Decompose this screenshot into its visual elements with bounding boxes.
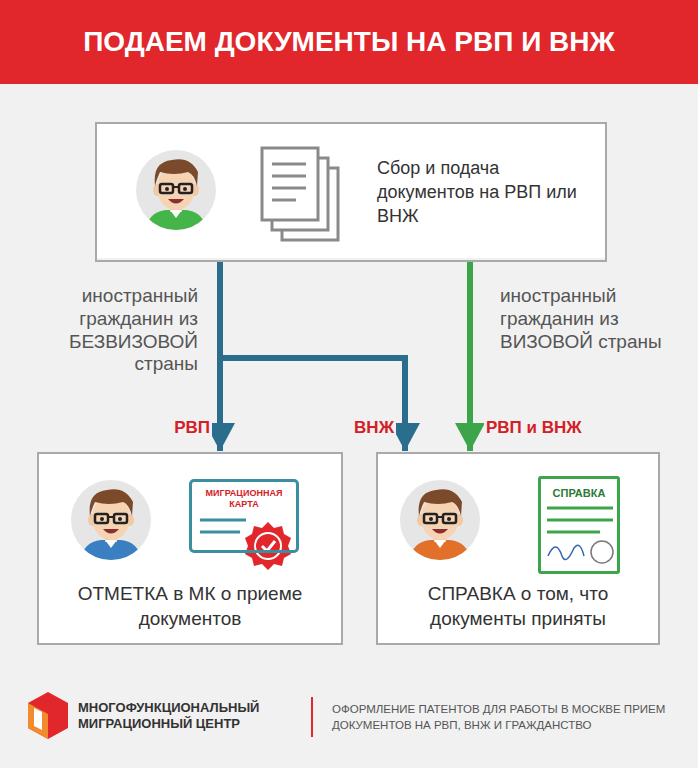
node-text: СПРАВКА [543,487,615,500]
arrow-connector [220,262,405,451]
node-text: ОТМЕТКА в МК о приеме документов [49,582,331,631]
process-box: Сбор и подача документов на РВП или ВНЖ [95,122,607,262]
edge-label: ВНЖ [328,417,396,439]
certificate: СПРАВКА [538,476,620,574]
result-box: СПРАВКА о том, что документы приняты СПРА… [376,452,660,645]
edge-label: РВП [148,417,212,439]
edge-label: РВП и ВНЖ [484,417,618,439]
side-note: иностранный гражданин из ВИЗОВОЙ страны [500,285,675,353]
node-text: Сбор и подача документов на РВП или ВНЖ [377,124,587,260]
node-text: МИГРАЦИОННАЯ КАРТА [196,488,292,510]
arrow-connector [467,262,473,451]
migration-card: МИГРАЦИОННАЯ КАРТА [189,479,299,553]
side-note: иностранный гражданин из БЕЗВИЗОВОЙ стра… [30,285,198,376]
title-text: ПОДАЕМ ДОКУМЕНТЫ НА РВП И ВНЖ [83,26,615,58]
title-banner: ПОДАЕМ ДОКУМЕНТЫ НА РВП И ВНЖ [0,0,698,84]
result-box: ОТМЕТКА в МК о приеме документов МИГРАЦИО… [37,452,343,645]
node-text: СПРАВКА о том, что документы приняты [386,582,650,631]
footer-note: ОФОРМЛЕНИЕ ПАТЕНТОВ ДЛЯ РАБОТЫ В МОСКВЕ … [332,702,687,733]
footer-brand: МНОГОФУНКЦИОНАЛЬНЫЙ МИГРАЦИОННЫЙ ЦЕНТР [78,700,293,733]
